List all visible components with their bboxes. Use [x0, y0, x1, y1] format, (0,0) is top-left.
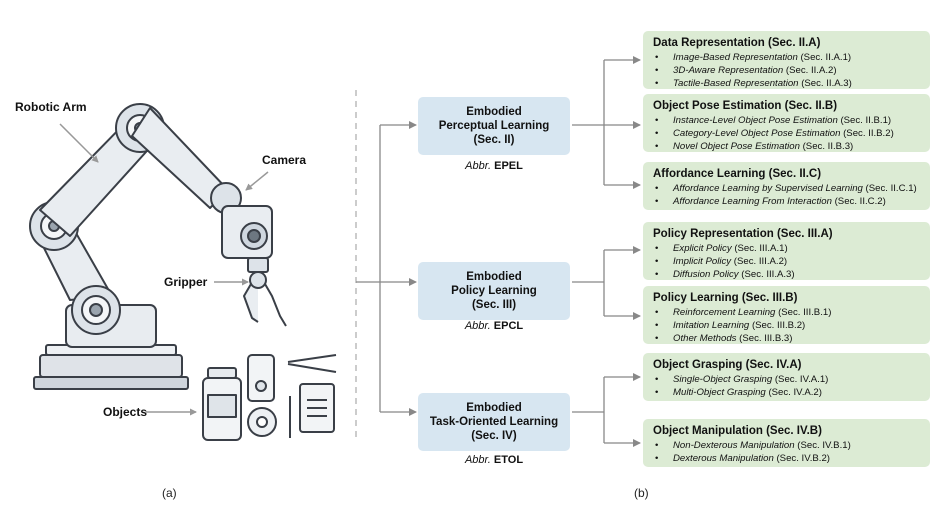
- category-box-epcl: Embodied Policy Learning (Sec. III): [418, 262, 570, 320]
- group-item: Non-Dexterous Manipulation (Sec. IV.B.1): [653, 439, 920, 452]
- group-item: Image-Based Representation (Sec. II.A.1): [653, 51, 920, 64]
- abbr-prefix: Abbr.: [464, 320, 491, 332]
- caption-a: (a): [162, 486, 177, 500]
- group-data-representation: Data Representation (Sec. II.A) Image-Ba…: [643, 31, 930, 90]
- objects-label: Objects: [103, 405, 148, 419]
- category-line: (Sec. II): [473, 134, 515, 146]
- robotic-arm-pointer: [59, 123, 99, 163]
- category-box-etol: Embodied Task-Oriented Learning (Sec. IV…: [418, 393, 570, 451]
- group-title: Object Manipulation (Sec. IV.B): [653, 425, 822, 437]
- group-item: 3D-Aware Representation (Sec. II.A.2): [653, 64, 920, 77]
- abbr-etol: Abbr. ETOL: [418, 454, 570, 466]
- group-item: Other Methods (Sec. III.B.3): [653, 332, 920, 345]
- group-item: Dexterous Manipulation (Sec. IV.B.2): [653, 452, 920, 465]
- group-affordance-learning: Affordance Learning (Sec. II.C) Affordan…: [643, 162, 930, 210]
- group-title: Object Pose Estimation (Sec. II.B): [653, 100, 838, 112]
- group-item: Single-Object Grasping (Sec. IV.A.1): [653, 373, 920, 386]
- group-item: Affordance Learning From Interaction (Se…: [653, 195, 920, 208]
- group-object-pose-estimation: Object Pose Estimation (Sec. II.B) Insta…: [643, 94, 930, 153]
- category-line: Policy Learning: [451, 285, 537, 297]
- group-item: Instance-Level Object Pose Estimation (S…: [653, 114, 920, 127]
- group-item: Tactile-Based Representation (Sec. II.A.…: [653, 77, 920, 90]
- group-title: Affordance Learning (Sec. II.C): [653, 168, 822, 180]
- abbr-value: ETOL: [493, 454, 524, 466]
- group-title: Object Grasping (Sec. IV.A): [653, 359, 802, 371]
- category-box-epel: Embodied Perceptual Learning (Sec. II): [418, 97, 570, 155]
- abbr-value: EPEL: [494, 160, 523, 172]
- group-title: Policy Representation (Sec. III.A): [653, 228, 833, 240]
- category-line: Embodied: [466, 106, 522, 118]
- category-line: Perceptual Learning: [438, 120, 550, 132]
- camera-label: Camera: [262, 153, 307, 167]
- group-object-manipulation: Object Manipulation (Sec. IV.B) Non-Dext…: [643, 419, 930, 467]
- group-object-grasping: Object Grasping (Sec. IV.A) Single-Objec…: [643, 353, 930, 401]
- group-connectors: [572, 56, 641, 447]
- group-item: Category-Level Object Pose Estimation (S…: [653, 127, 920, 140]
- group-item: Imitation Learning (Sec. III.B.2): [653, 319, 920, 332]
- category-line: Embodied: [466, 402, 522, 414]
- group-item: Explicit Policy (Sec. III.A.1): [653, 242, 920, 255]
- abbr-epcl: Abbr. EPCL: [418, 320, 570, 332]
- main-connectors: [356, 121, 417, 416]
- group-policy-representation: Policy Representation (Sec. III.A) Expli…: [643, 222, 930, 281]
- group-item: Affordance Learning by Supervised Learni…: [653, 182, 920, 195]
- camera-pointer: [245, 171, 269, 191]
- robotic-arm-label: Robotic Arm: [15, 100, 87, 114]
- category-line: Embodied: [466, 271, 522, 283]
- group-item: Diffusion Policy (Sec. III.A.3): [653, 268, 920, 281]
- abbr-prefix: Abbr.: [465, 160, 492, 172]
- gripper-label: Gripper: [164, 275, 208, 289]
- abbr-epel: Abbr. EPEL: [418, 160, 570, 172]
- robot-illustration: [29, 103, 287, 390]
- abbr-value: EPCL: [493, 320, 524, 332]
- group-title: Data Representation (Sec. II.A): [653, 37, 821, 49]
- category-line: (Sec. III): [471, 299, 517, 311]
- label-arrows: [59, 123, 269, 416]
- group-title: Policy Learning (Sec. III.B): [653, 292, 798, 304]
- objects-illustration: [202, 354, 337, 441]
- category-line: (Sec. IV): [471, 430, 517, 442]
- category-line: Task-Oriented Learning: [429, 416, 559, 428]
- group-item: Novel Object Pose Estimation (Sec. II.B.…: [653, 140, 920, 153]
- group-item: Multi-Object Grasping (Sec. IV.A.2): [653, 386, 920, 399]
- abbr-prefix: Abbr.: [464, 454, 491, 466]
- group-policy-learning: Policy Learning (Sec. III.B) Reinforceme…: [643, 286, 930, 345]
- group-item: Reinforcement Learning (Sec. III.B.1): [653, 306, 920, 319]
- caption-b: (b): [634, 486, 649, 500]
- group-item: Implicit Policy (Sec. III.A.2): [653, 255, 920, 268]
